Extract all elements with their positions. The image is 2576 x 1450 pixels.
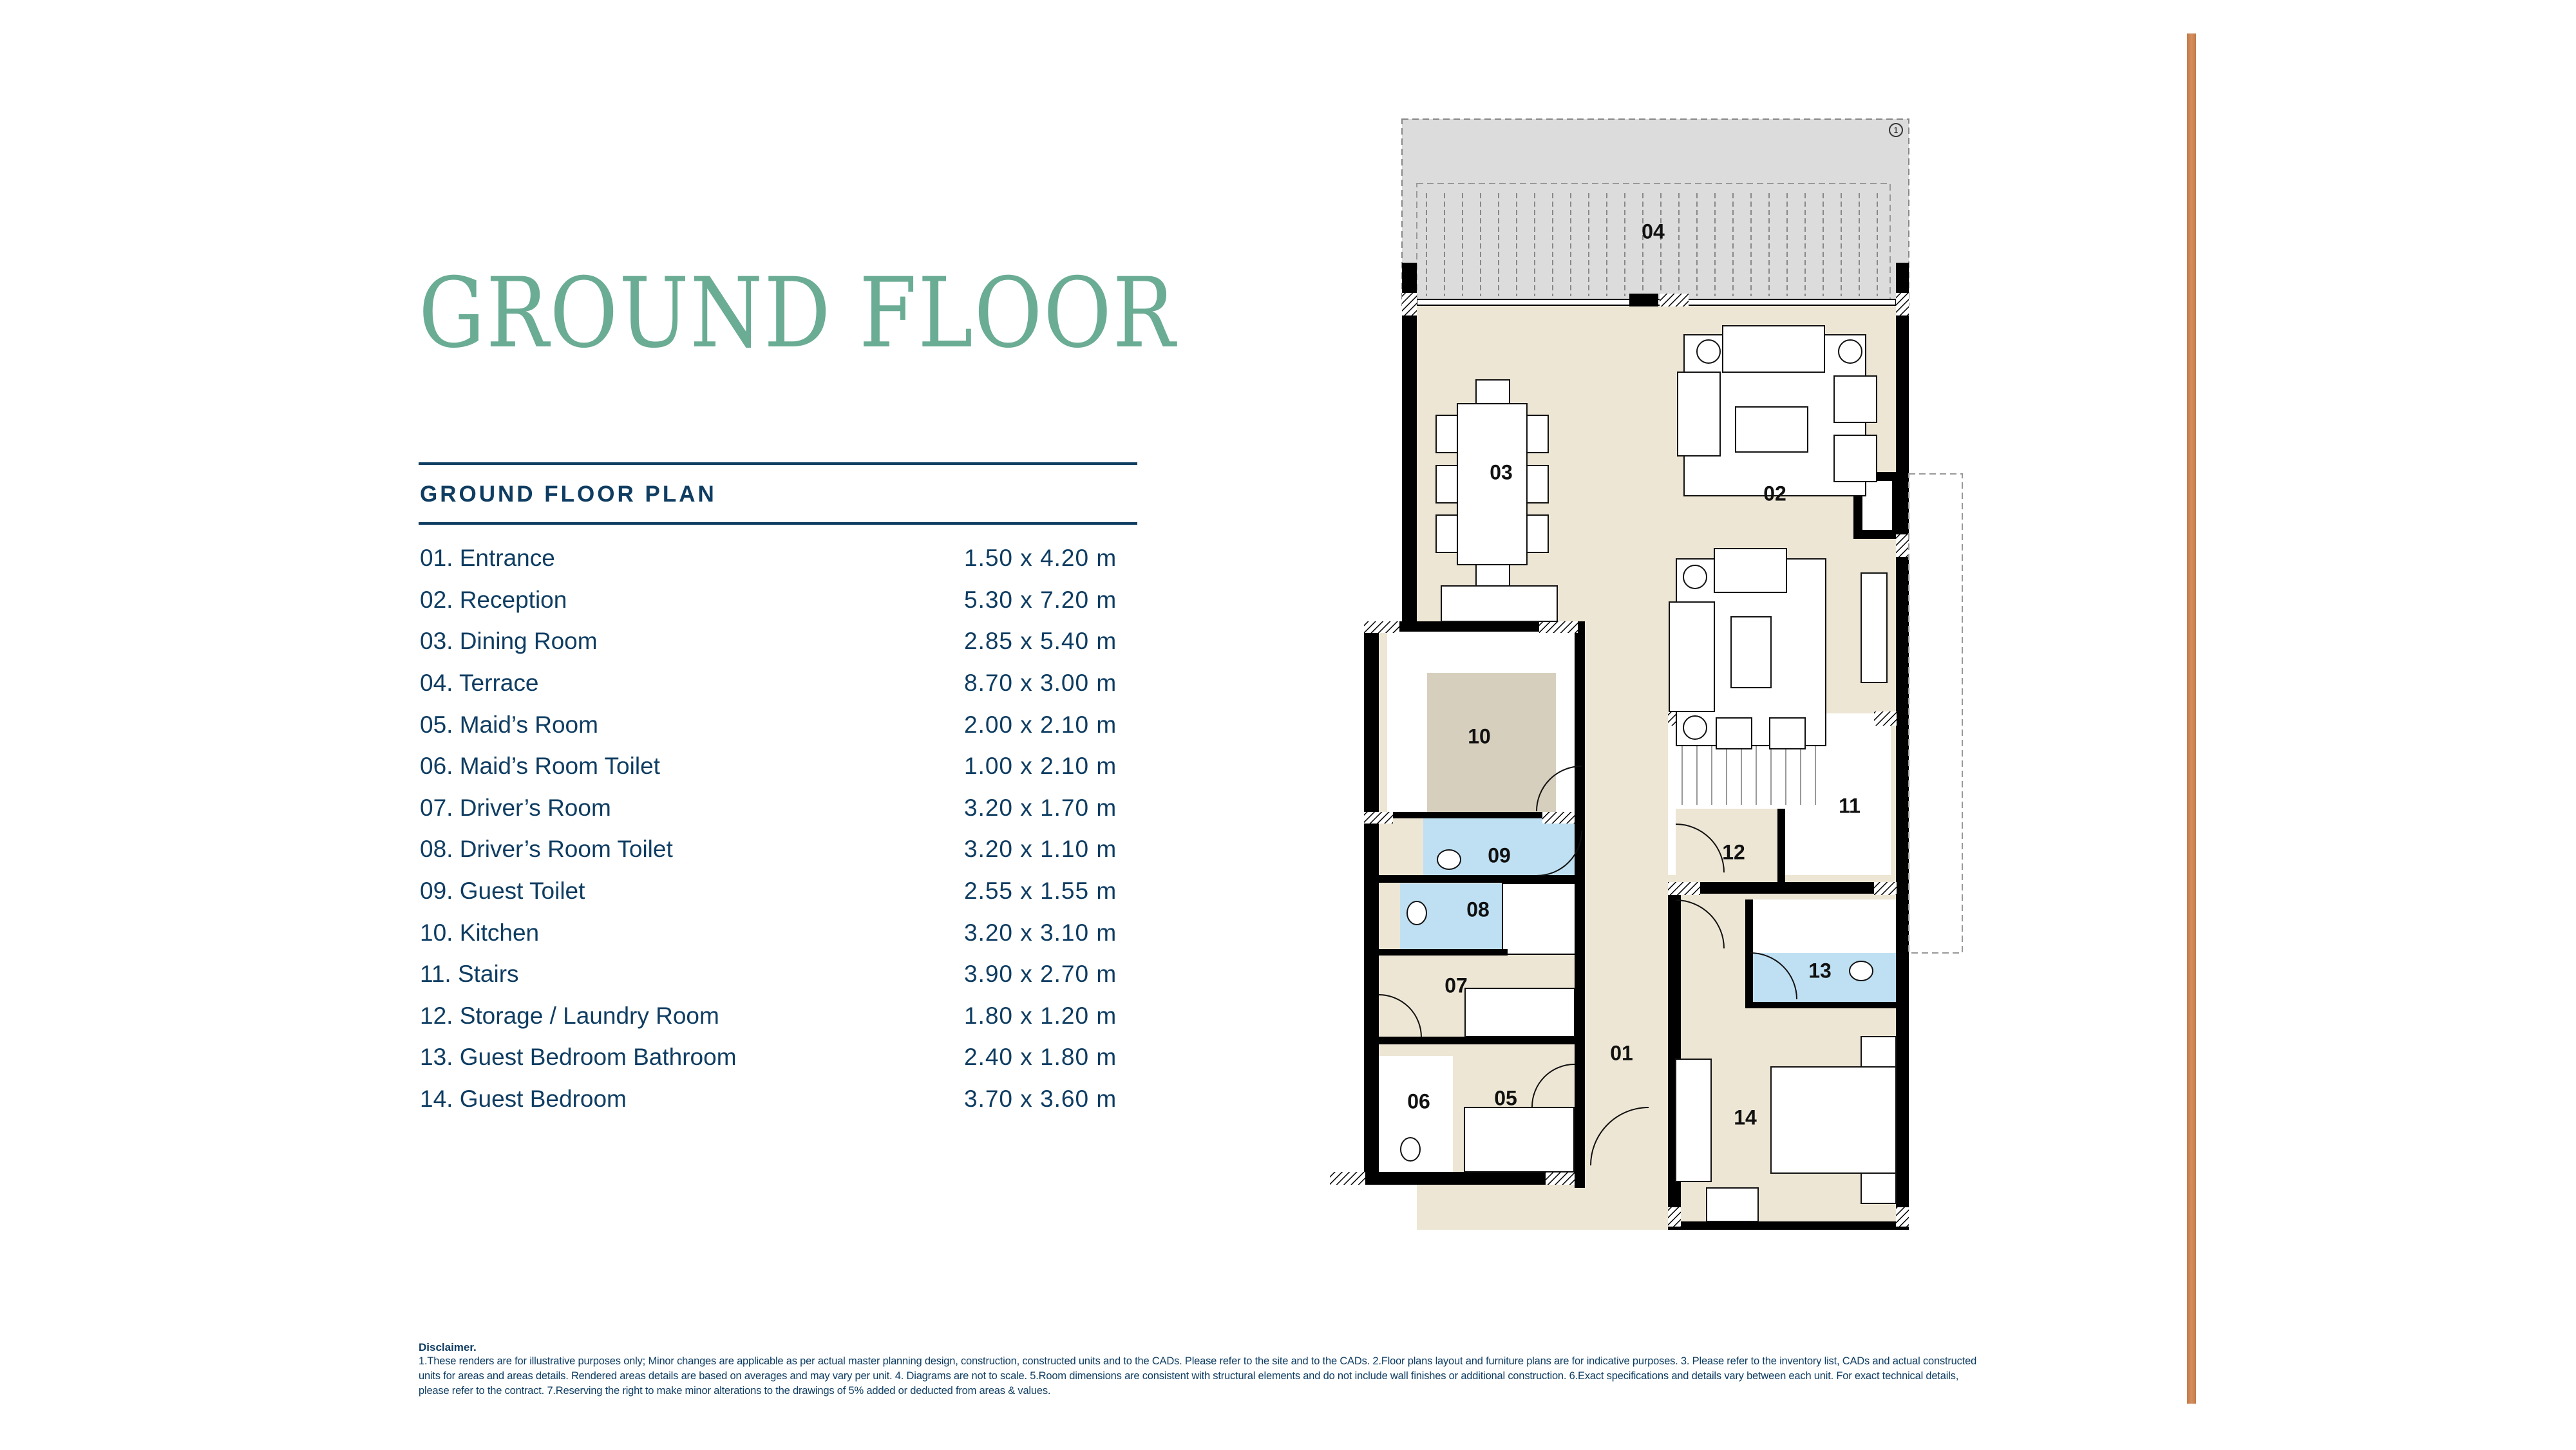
room-label-05: 05 — [1494, 1086, 1517, 1109]
accent-bar — [2187, 33, 2196, 1404]
room-label-04: 04 — [1642, 220, 1665, 243]
room-name: 07. Driver’s Room — [420, 794, 611, 821]
room-row: 08. Driver’s Room Toilet 3.20 x 1.10 m — [420, 829, 1160, 871]
room-row: 14. Guest Bedroom 3.70 x 3.60 m — [420, 1078, 1160, 1120]
room-row: 10. Kitchen 3.20 x 3.10 m — [420, 912, 1160, 954]
heading-rule-bottom — [419, 522, 1137, 525]
room-row: 04. Terrace 8.70 x 3.00 m — [420, 663, 1160, 704]
terrace-area — [1401, 118, 1909, 306]
room-dimensions: 2.00 x 2.10 m — [964, 711, 1117, 738]
room-label-13: 13 — [1808, 959, 1832, 982]
room-dimensions: 3.90 x 2.70 m — [964, 961, 1117, 988]
room-name: 06. Maid’s Room Toilet — [420, 753, 660, 780]
bed — [1770, 1066, 1897, 1174]
room-name: 04. Terrace — [420, 670, 539, 697]
room-labels: 04 03 02 10 11 12 09 08 13 07 01 06 05 1… — [1407, 220, 1861, 1129]
room-row: 12. Storage / Laundry Room 1.80 x 1.20 m — [420, 995, 1160, 1037]
room-label-07: 07 — [1444, 974, 1468, 997]
room-label-06: 06 — [1407, 1089, 1430, 1113]
room-row: 02. Reception 5.30 x 7.20 m — [420, 579, 1160, 621]
room-dimensions: 8.70 x 3.00 m — [964, 670, 1117, 697]
door-swings — [1378, 766, 1797, 1166]
room-name: 13. Guest Bedroom Bathroom — [420, 1044, 737, 1071]
room-name: 01. Entrance — [420, 545, 555, 572]
room-label-09: 09 — [1488, 843, 1511, 867]
svg-text:1: 1 — [1894, 126, 1899, 135]
room-dimensions: 3.70 x 3.60 m — [964, 1086, 1117, 1113]
room-label-08: 08 — [1466, 898, 1490, 921]
room-label-11: 11 — [1839, 794, 1861, 817]
room-name: 14. Guest Bedroom — [420, 1086, 627, 1113]
tv-unit — [1861, 572, 1888, 683]
room-row: 01. Entrance 1.50 x 4.20 m — [420, 538, 1160, 579]
room-label-12: 12 — [1722, 840, 1745, 863]
room-label-01: 01 — [1610, 1041, 1633, 1064]
room-row: 13. Guest Bedroom Bathroom 2.40 x 1.80 m — [420, 1037, 1160, 1078]
room-dimensions: 1.80 x 1.20 m — [964, 1002, 1117, 1029]
walls — [1330, 263, 1909, 1230]
room-name: 10. Kitchen — [420, 919, 540, 946]
room-row: 11. Stairs 3.90 x 2.70 m — [420, 954, 1160, 995]
room-dimensions: 2.85 x 5.40 m — [964, 628, 1117, 655]
room-name: 12. Storage / Laundry Room — [420, 1002, 719, 1029]
room-label-14: 14 — [1734, 1106, 1757, 1129]
room-dimensions: 5.30 x 7.20 m — [964, 586, 1117, 613]
room-dimensions: 2.40 x 1.80 m — [964, 1044, 1117, 1071]
section-marker-icon — [1889, 123, 1903, 137]
room-dimensions: 3.20 x 3.10 m — [964, 919, 1117, 946]
room-name: 08. Driver’s Room Toilet — [420, 836, 673, 863]
room-name: 11. Stairs — [420, 961, 519, 988]
room-dimensions: 3.20 x 1.10 m — [964, 836, 1117, 863]
guest-bathroom-floor — [1750, 953, 1896, 1007]
room-name: 05. Maid’s Room — [420, 711, 598, 738]
disclaimer: Disclaimer. 1.These renders are for illu… — [419, 1341, 1990, 1398]
disclaimer-heading: Disclaimer. — [419, 1341, 477, 1353]
room-name: 02. Reception — [420, 586, 567, 613]
room-dimensions: 1.00 x 2.10 m — [964, 753, 1117, 780]
heading-rule-top — [419, 462, 1137, 465]
plan-table-heading: GROUND FLOOR PLAN — [420, 482, 717, 507]
room-dimensions: 1.50 x 4.20 m — [964, 545, 1117, 572]
room-dimensions: 3.20 x 1.70 m — [964, 794, 1117, 821]
room-label-02: 02 — [1763, 482, 1786, 505]
room-row: 09. Guest Toilet 2.55 x 1.55 m — [420, 871, 1160, 912]
room-list: 01. Entrance 1.50 x 4.20 m 02. Reception 5.… — [420, 538, 1160, 1120]
room-label-10: 10 — [1468, 724, 1491, 748]
maid-toilet-floor — [1379, 1056, 1453, 1180]
room-name: 03. Dining Room — [420, 628, 598, 655]
furniture — [1400, 325, 1897, 1222]
room-row: 03. Dining Room 2.85 x 5.40 m — [420, 621, 1160, 663]
room-row: 07. Driver’s Room 3.20 x 1.70 m — [420, 787, 1160, 829]
room-label-03: 03 — [1490, 460, 1513, 484]
room-name: 09. Guest Toilet — [420, 878, 585, 905]
room-dimensions: 2.55 x 1.55 m — [964, 878, 1117, 905]
page-title: GROUND FLOOR — [419, 258, 1177, 370]
storage-floor — [1676, 809, 1783, 883]
disclaimer-text: 1.These renders are for illustrative pur… — [419, 1355, 1977, 1397]
room-row: 06. Maid’s Room Toilet 1.00 x 2.10 m — [420, 746, 1160, 787]
dining-table — [1457, 403, 1528, 565]
room-row: 05. Maid’s Room 2.00 x 2.10 m — [420, 704, 1160, 746]
